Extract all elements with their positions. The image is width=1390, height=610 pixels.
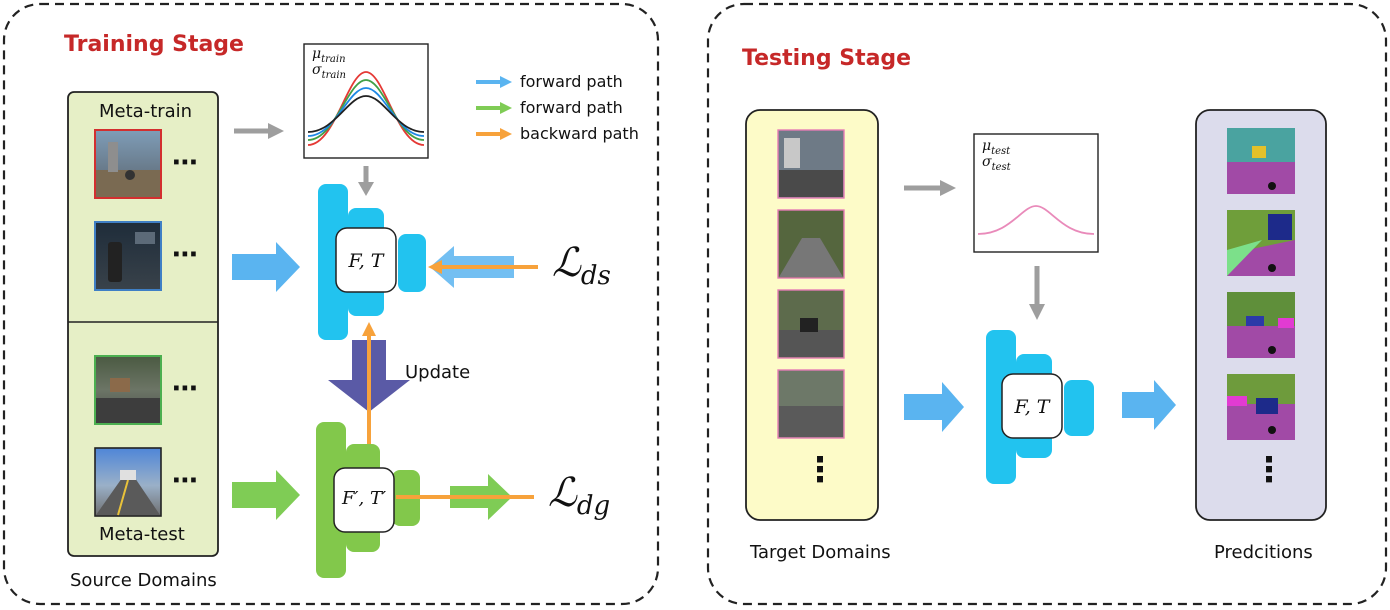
- training-stage-title: Training Stage: [64, 32, 244, 57]
- testing-stage-title: Testing Stage: [742, 46, 912, 71]
- training-stage-frame: [2, 2, 660, 606]
- predictions-label: Predcitions: [1214, 542, 1313, 563]
- arrow-train-stats-to-model: [358, 166, 374, 196]
- meta-train-more-1: ⋯: [172, 148, 200, 178]
- legend-arrow-blue: [476, 76, 512, 88]
- loss-dg: ℒdg: [548, 470, 611, 521]
- arrow-metatrain-to-train-stats: [234, 123, 284, 139]
- meta-test-label: Meta-test: [99, 524, 185, 545]
- arrow-model-test-to-loss-dg: [396, 474, 534, 520]
- meta-train-image-2: [94, 221, 162, 291]
- legend-label-1: forward path: [520, 72, 623, 91]
- arrow-forward-blue-test-out: [1122, 380, 1176, 430]
- model-block-test: [316, 422, 420, 578]
- target-image-1: [777, 129, 845, 199]
- arrow-target-to-test-stats: [904, 180, 956, 196]
- target-more: ⋮: [803, 450, 839, 490]
- legend-label-3: backward path: [520, 124, 639, 143]
- model-block-train: [318, 184, 426, 340]
- test-gaussian-curve: [977, 205, 1095, 235]
- prediction-more: ⋮: [1252, 450, 1288, 490]
- prediction-map-3: [1227, 292, 1295, 358]
- target-domains-label: Target Domains: [750, 542, 891, 563]
- target-image-4: [777, 369, 845, 439]
- meta-test-more-2: ⋯: [172, 466, 200, 496]
- source-domains-label: Source Domains: [70, 570, 217, 591]
- arrow-forward-blue-train: [232, 242, 300, 292]
- model-block-testing: [986, 330, 1094, 484]
- meta-train-image-1: [94, 129, 162, 199]
- train-sigma-label: σtrain: [312, 62, 346, 81]
- testing-stage-frame: [706, 2, 1388, 606]
- target-image-2: [777, 209, 845, 279]
- train-gaussian-curves: [307, 71, 425, 146]
- model-label-test: F′, T′: [341, 488, 387, 509]
- loss-ds: ℒds: [552, 240, 611, 291]
- test-sigma-label: σtest: [982, 154, 1011, 173]
- arrow-test-stats-to-model: [1029, 266, 1045, 320]
- train-mu-label: μtrain: [312, 46, 346, 65]
- arrow-forward-blue-test-in: [904, 382, 964, 432]
- meta-test-image-2: [94, 447, 162, 517]
- test-mu-label: μtest: [982, 138, 1011, 157]
- legend-arrow-green: [476, 102, 512, 114]
- legend-arrow-orange: [476, 128, 512, 140]
- source-domains-panel: [67, 91, 219, 557]
- update-label: Update: [405, 362, 471, 383]
- meta-train-more-2: ⋯: [172, 240, 200, 270]
- prediction-map-4: [1227, 374, 1295, 440]
- meta-train-label: Meta-train: [99, 101, 193, 122]
- meta-test-more-1: ⋯: [172, 374, 200, 404]
- train-stats-box: [303, 43, 429, 159]
- legend: [476, 76, 512, 140]
- meta-test-image-1: [94, 355, 162, 425]
- arrow-forward-green-test: [232, 470, 300, 520]
- prediction-map-1: [1227, 128, 1295, 194]
- legend-label-2: forward path: [520, 98, 623, 117]
- model-label-train: F, T: [348, 250, 384, 272]
- target-image-3: [777, 289, 845, 359]
- test-stats-box: [973, 133, 1099, 253]
- prediction-map-2: [1227, 210, 1295, 276]
- arrow-loss-ds-to-model: [428, 246, 538, 288]
- model-label-testing: F, T: [1014, 396, 1050, 418]
